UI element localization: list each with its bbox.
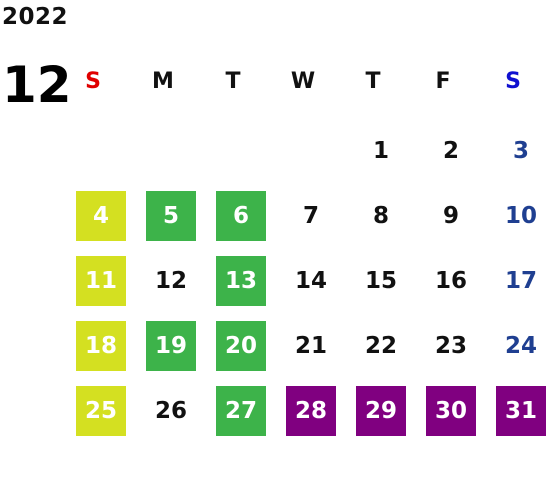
weekday-label: M <box>152 69 174 94</box>
day-cell-1[interactable]: 1 <box>372 138 389 164</box>
day-cell-28[interactable]: 28 <box>286 386 336 436</box>
day-cell-9[interactable]: 9 <box>442 203 459 229</box>
day-cell-23[interactable]: 23 <box>434 333 467 359</box>
day-cell-15[interactable]: 15 <box>364 268 397 294</box>
weekday-label: S <box>85 69 101 94</box>
day-cell-11[interactable]: 11 <box>76 256 126 306</box>
day-cell-7[interactable]: 7 <box>302 203 319 229</box>
day-cell-10[interactable]: 10 <box>504 203 537 229</box>
weekday-label: W <box>290 69 316 94</box>
day-cell-16[interactable]: 16 <box>434 268 467 294</box>
day-cell-24[interactable]: 24 <box>504 333 537 359</box>
day-cell-22[interactable]: 22 <box>364 333 397 359</box>
day-cell-26[interactable]: 26 <box>154 398 187 424</box>
day-cell-21[interactable]: 21 <box>294 333 327 359</box>
day-cell-4[interactable]: 4 <box>76 191 126 241</box>
weekday-label: T <box>365 69 381 94</box>
day-cell-20[interactable]: 20 <box>216 321 266 371</box>
day-cell-17[interactable]: 17 <box>504 268 537 294</box>
day-cell-18[interactable]: 18 <box>76 321 126 371</box>
weekday-label: S <box>505 69 521 94</box>
weekday-label: F <box>435 69 451 94</box>
day-cell-25[interactable]: 25 <box>76 386 126 436</box>
day-cell-2[interactable]: 2 <box>442 138 459 164</box>
day-cell-29[interactable]: 29 <box>356 386 406 436</box>
weekday-label: T <box>225 69 241 94</box>
day-cell-13[interactable]: 13 <box>216 256 266 306</box>
day-cell-31[interactable]: 31 <box>496 386 546 436</box>
month-label: 12 <box>2 56 72 114</box>
year-label: 2022 <box>2 4 69 30</box>
day-cell-19[interactable]: 19 <box>146 321 196 371</box>
day-cell-30[interactable]: 30 <box>426 386 476 436</box>
day-cell-8[interactable]: 8 <box>372 203 389 229</box>
day-cell-27[interactable]: 27 <box>216 386 266 436</box>
day-cell-5[interactable]: 5 <box>146 191 196 241</box>
day-cell-3[interactable]: 3 <box>512 138 529 164</box>
day-cell-14[interactable]: 14 <box>294 268 327 294</box>
day-cell-12[interactable]: 12 <box>154 268 187 294</box>
day-cell-6[interactable]: 6 <box>216 191 266 241</box>
